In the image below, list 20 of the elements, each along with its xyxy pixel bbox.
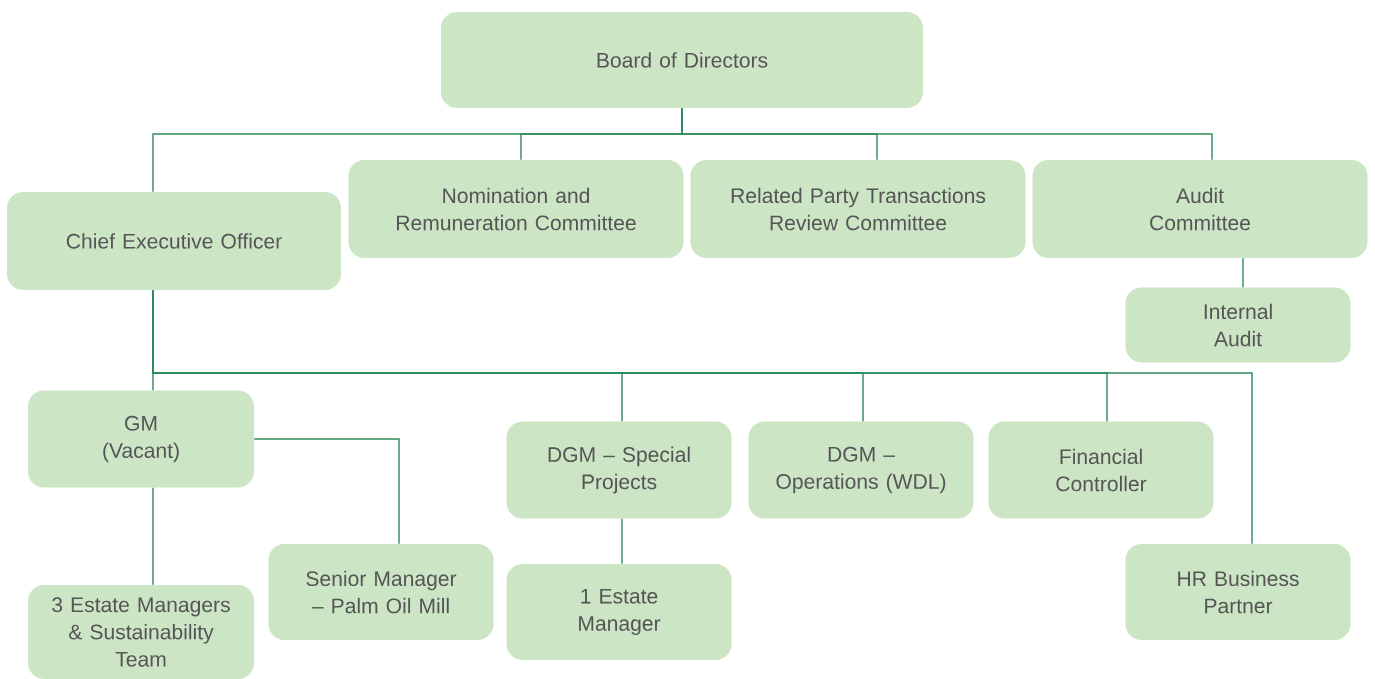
- org-box: Board of Directors: [441, 12, 923, 108]
- org-box: Chief Executive Officer: [7, 192, 341, 290]
- org-box: DGM – Special Projects: [506, 421, 732, 519]
- org-box: HR Business Partner: [1125, 544, 1351, 640]
- org-box: Internal Audit: [1125, 287, 1351, 363]
- org-box: DGM – Operations (WDL): [748, 421, 974, 519]
- org-box: Nomination and Remuneration Committee: [348, 160, 684, 258]
- connector-line: [253, 438, 400, 545]
- connector-line: [152, 487, 154, 586]
- connector-line: [621, 518, 623, 565]
- org-box: 1 Estate Manager: [506, 564, 732, 660]
- org-box: Audit Committee: [1032, 160, 1368, 258]
- org-box: Related Party Transactions Review Committee: [690, 160, 1026, 258]
- org-box: Senior Manager – Palm Oil Mill: [268, 544, 494, 640]
- connector-line: [681, 107, 1213, 161]
- connector-line: [152, 289, 1253, 545]
- connector-line: [1242, 257, 1244, 288]
- org-box: GM (Vacant): [28, 390, 254, 488]
- org-box: 3 Estate Managers & Sustainability Team: [28, 585, 254, 679]
- org-box: Financial Controller: [988, 421, 1214, 519]
